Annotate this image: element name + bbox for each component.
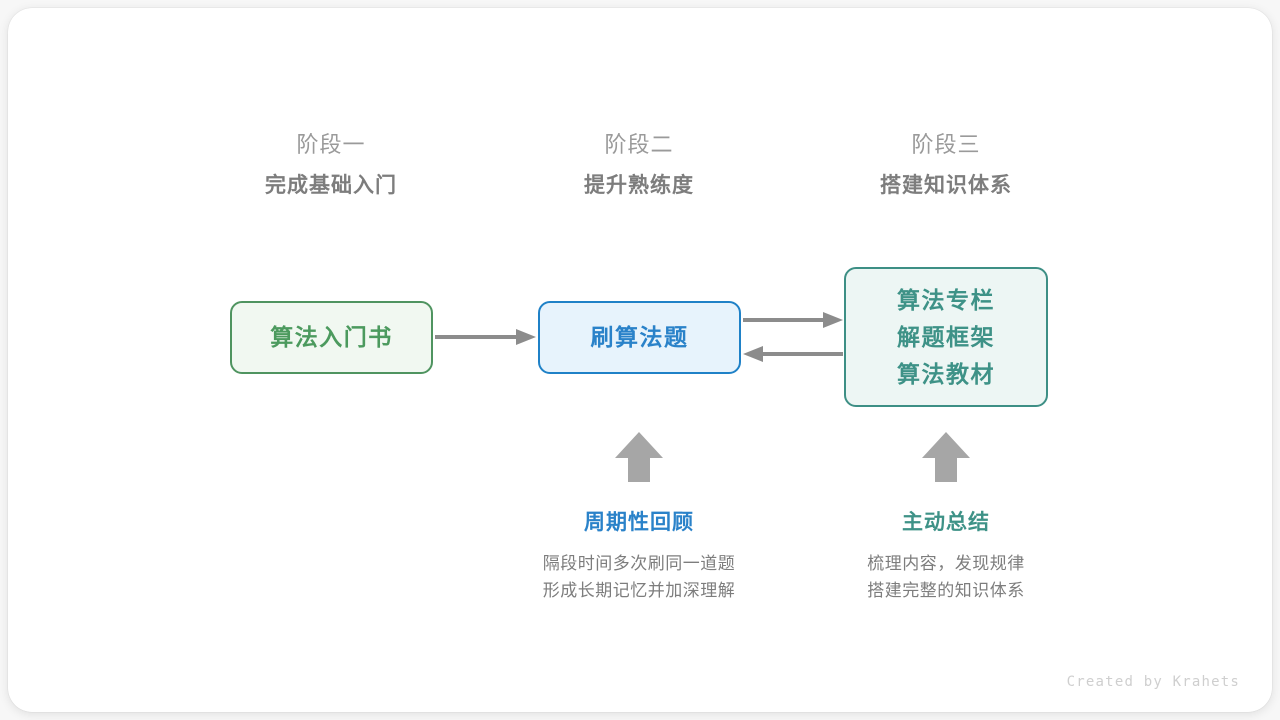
credit-text: Created by Krahets xyxy=(1066,674,1240,690)
annotation-1-desc-line-2: 形成长期记忆并加深理解 xyxy=(542,581,736,600)
stage-1-top-label: 阶段一 xyxy=(296,132,366,157)
annotation-1-desc: 隔段时间多次刷同一道题 形成长期记忆并加深理解 xyxy=(479,550,799,604)
annotation-1-desc-line-1: 隔段时间多次刷同一道题 xyxy=(542,554,736,573)
stage-header-3: 阶段三 搭建知识体系 xyxy=(796,130,1096,202)
node-intro-book[interactable]: 算法入门书 xyxy=(230,301,433,374)
node-knowledge-resources[interactable]: 算法专栏 解题框架 算法教材 xyxy=(844,267,1048,407)
stage-header-2: 阶段二 提升熟练度 xyxy=(489,130,789,202)
stage-3-top-label: 阶段三 xyxy=(911,132,981,157)
stage-1-sub-label: 完成基础入门 xyxy=(265,174,397,197)
node-knowledge-resources-line-3: 算法教材 xyxy=(897,360,995,387)
node-knowledge-resources-line-1: 算法专栏 xyxy=(897,286,995,313)
annotation-2-title: 主动总结 xyxy=(902,511,990,534)
node-intro-book-line-1: 算法入门书 xyxy=(270,324,393,350)
annotation-2-desc-line-2: 搭建完整的知识体系 xyxy=(867,581,1025,600)
annotation-periodic-review: 周期性回顾 隔段时间多次刷同一道题 形成长期记忆并加深理解 xyxy=(479,508,799,604)
annotation-2-desc-line-1: 梳理内容，发现规律 xyxy=(867,554,1025,573)
node-practice-problems-line-1: 刷算法题 xyxy=(590,324,689,350)
node-knowledge-resources-line-2: 解题框架 xyxy=(897,323,995,350)
stage-2-top-label: 阶段二 xyxy=(604,132,674,157)
node-practice-problems[interactable]: 刷算法题 xyxy=(538,301,741,374)
stage-3-sub-label: 搭建知识体系 xyxy=(880,174,1012,197)
stage-2-sub-label: 提升熟练度 xyxy=(584,174,694,197)
annotation-active-summary: 主动总结 梳理内容，发现规律 搭建完整的知识体系 xyxy=(786,508,1106,604)
stage-header-1: 阶段一 完成基础入门 xyxy=(181,130,481,202)
annotation-1-title: 周期性回顾 xyxy=(584,511,694,534)
annotation-2-desc: 梳理内容，发现规律 搭建完整的知识体系 xyxy=(786,550,1106,604)
